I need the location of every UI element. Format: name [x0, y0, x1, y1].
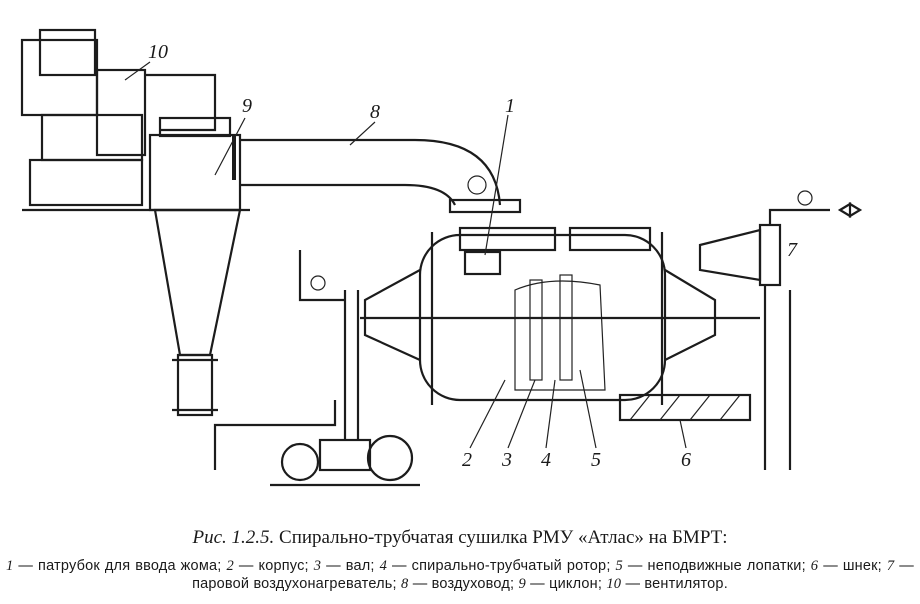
- callout-4: 4: [541, 449, 551, 471]
- dryer-technical-drawing: 1 2 3 4 5 6 7 8 9 10: [20, 28, 863, 487]
- legend-item: 9 — циклон;: [518, 576, 603, 592]
- legend-item: 6 — шнек;: [810, 558, 882, 574]
- callout-1: 1: [505, 95, 515, 117]
- callout-6: 6: [681, 449, 691, 471]
- legend-item: 2 — корпус;: [226, 558, 309, 574]
- legend-item: 8 — воздуховод;: [401, 576, 515, 592]
- figure-title: Спирально-трубчатая сушилка РМУ «Атлас» …: [279, 527, 728, 548]
- cyclone: [148, 116, 242, 417]
- figure-legend: 1 — патрубок для ввода жома; 2 — корпус;…: [0, 557, 920, 593]
- legend-item: 3 — вал;: [313, 558, 375, 574]
- legend-item: 10 — вентилятор.: [606, 576, 728, 592]
- figure-number: Рис. 1.2.5.: [192, 527, 275, 548]
- callout-3: 3: [501, 449, 512, 471]
- callout-labels: 1 2 3 4 5 6 7 8 9 10: [124, 41, 798, 471]
- fan-assembly: [20, 28, 250, 212]
- dryer-body: [360, 226, 760, 405]
- legend-item: 7 — паровой воздухонагреватель;: [192, 558, 914, 592]
- figure-caption-title: Рис. 1.2.5. Спирально-трубчатая сушилка …: [0, 527, 920, 549]
- callout-7: 7: [787, 239, 798, 261]
- pump-motor-unit: [213, 250, 420, 487]
- screw-conveyor: [618, 393, 752, 422]
- callout-9: 9: [242, 95, 252, 117]
- callout-10: 10: [148, 41, 168, 63]
- callout-5: 5: [591, 449, 601, 471]
- legend-item: 1 — патрубок для ввода жома;: [6, 558, 222, 574]
- air-duct: [240, 138, 522, 214]
- callout-8: 8: [370, 101, 380, 123]
- callout-2: 2: [462, 449, 472, 471]
- legend-item: 4 — спирально-трубчатый ротор;: [379, 558, 611, 574]
- legend-item: 5 — неподвижные лопатки;: [615, 558, 806, 574]
- steam-air-heater: [698, 190, 863, 470]
